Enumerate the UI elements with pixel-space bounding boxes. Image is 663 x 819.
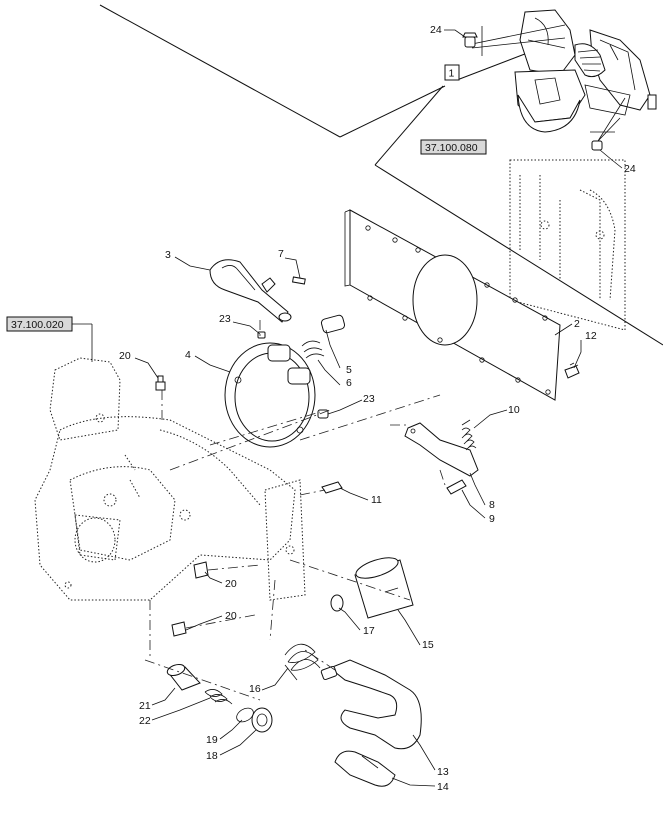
- callout-23-lower: 23: [363, 393, 375, 405]
- spring-16: [284, 643, 321, 681]
- callout-15: 15: [422, 639, 434, 651]
- ref-label-top: 37.100.080: [425, 142, 478, 154]
- callout-9: 9: [489, 513, 495, 525]
- handle-3: [209, 259, 306, 323]
- box-label: 1: [449, 68, 455, 80]
- assembly-lines: [144, 320, 446, 701]
- hitch-body: [34, 357, 306, 601]
- grease-fitting-20-b: [193, 561, 209, 579]
- callout-7: 7: [278, 248, 284, 260]
- grease-fitting-20-c: [171, 621, 187, 637]
- pin-21: [166, 663, 201, 691]
- callout-22: 22: [139, 715, 151, 727]
- ref-label-left: 37.100.020: [11, 319, 64, 331]
- callout-19: 19: [206, 734, 218, 746]
- mounting-plate: [344, 209, 561, 401]
- retainer-ring-4: [224, 342, 329, 448]
- spring-10: [461, 419, 477, 451]
- callout-20-top: 20: [119, 350, 131, 362]
- bushing-17: [330, 594, 344, 612]
- callout-14: 14: [437, 781, 449, 793]
- callout-20-lower: 20: [225, 610, 237, 622]
- ref-37-100-020[interactable]: 37.100.020: [6, 316, 73, 332]
- pin-9: [446, 479, 467, 495]
- callout-20-middle: 20: [225, 578, 237, 590]
- callout-21: 21: [139, 700, 151, 712]
- handle-13: [320, 659, 422, 750]
- callout-2: 2: [574, 318, 580, 330]
- box-callout-1: 1: [444, 64, 460, 81]
- callout-11: 11: [371, 494, 382, 506]
- pin-11: [321, 481, 343, 494]
- inset-fitting-lower: [590, 97, 626, 151]
- callout-17: 17: [363, 625, 375, 637]
- callout-13: 13: [437, 766, 449, 778]
- grip-14: [334, 750, 396, 787]
- callout-23-upper: 23: [219, 313, 231, 325]
- spring-22: [204, 689, 233, 705]
- callout-4: 4: [185, 349, 191, 361]
- lever-8: [404, 422, 479, 477]
- ref-37-100-080[interactable]: 37.100.080: [420, 139, 487, 155]
- inset-view: 1 37.100.080: [99, 4, 663, 346]
- grease-fitting-20-a: [155, 375, 166, 391]
- callout-24-upper: 24: [430, 24, 442, 36]
- circlip-19: [236, 707, 254, 723]
- bolt-12: [564, 362, 580, 379]
- callout-16: 16: [249, 683, 261, 695]
- inset-frame: [509, 159, 626, 331]
- callouts: 2 12 3 7 23 4 5 6 23 10 8 9 11: [119, 24, 636, 793]
- roller-18: [251, 707, 273, 733]
- inset-hitch: [514, 9, 657, 133]
- callout-8: 8: [489, 499, 495, 511]
- callout-10: 10: [508, 404, 520, 416]
- callout-12: 12: [585, 330, 597, 342]
- callout-3: 3: [165, 249, 171, 261]
- callout-18: 18: [206, 750, 218, 762]
- callout-6: 6: [346, 377, 352, 389]
- inset-fitting-upper: [462, 24, 566, 56]
- sleeve-15: [354, 557, 414, 619]
- callout-5: 5: [346, 364, 352, 376]
- callout-24-lower: 24: [624, 163, 636, 175]
